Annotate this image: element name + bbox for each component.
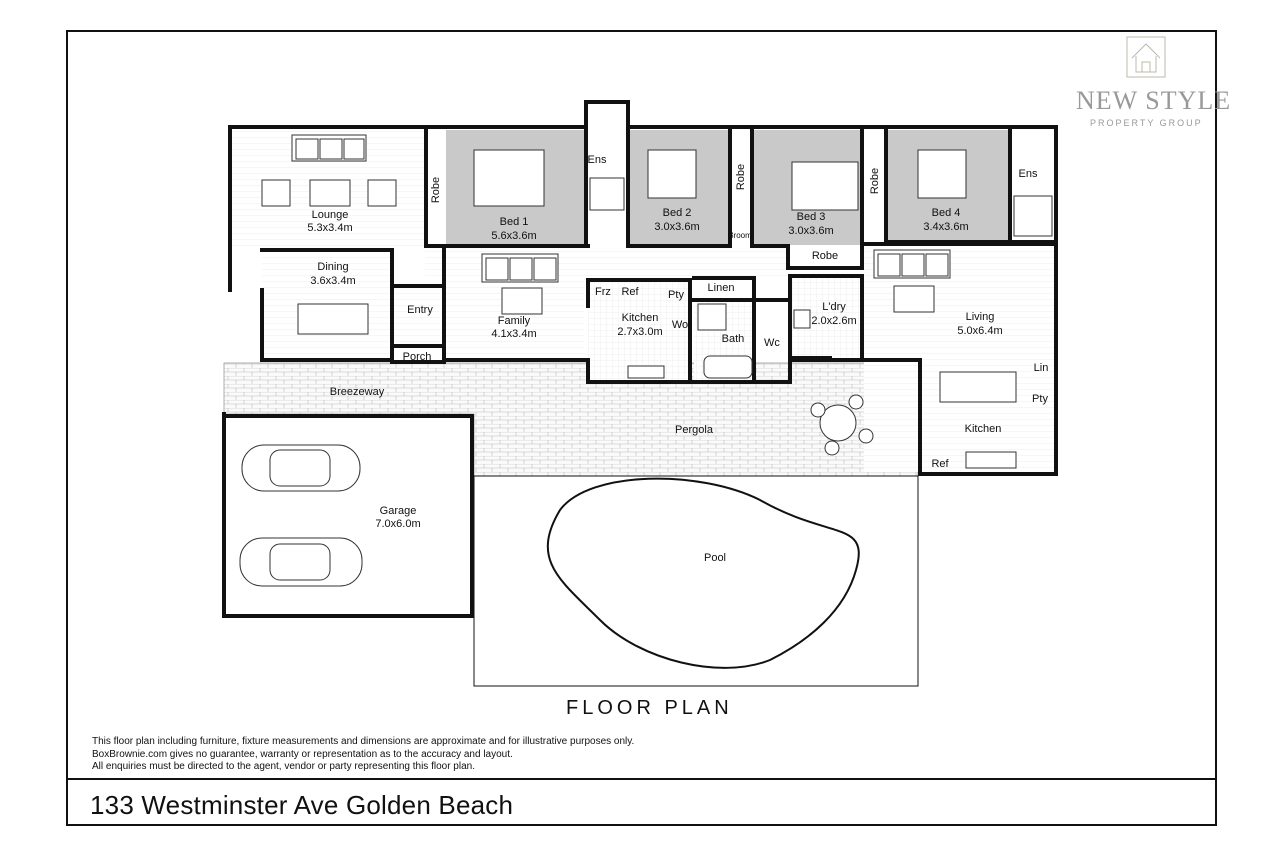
dining-table: [297, 303, 369, 335]
wall-living: [860, 242, 1058, 476]
bed4-bed: [917, 149, 967, 199]
entry-floor: [394, 286, 440, 346]
pergola-label: Pergola: [675, 424, 714, 436]
living-table: [893, 285, 935, 313]
breezeway-label: Breezeway: [330, 386, 385, 398]
kitchen2-label: Kitchen: [965, 423, 1002, 435]
kitchen1-sink: [627, 365, 665, 379]
pool-label: Pool: [704, 552, 726, 564]
living-dining-table: [939, 371, 1017, 403]
disclaimer-line: All enquiries must be directed to the ag…: [92, 761, 475, 772]
bed2-bed: [647, 149, 697, 199]
dining-label: Dining: [317, 261, 348, 273]
logo-tagline: PROPERTY GROUP: [1090, 118, 1203, 128]
lounge-table: [309, 179, 351, 207]
plan-title: FLOOR PLAN: [566, 697, 733, 719]
ens2-label: Ens: [1019, 168, 1038, 180]
wall-robe2: [728, 125, 754, 248]
entry-label: Entry: [407, 304, 433, 316]
laundry-tub: [793, 309, 811, 329]
room-labels: Lounge 5.3x3.4m Bed 1 5.6x3.6m Bed 2 3.0…: [307, 154, 1048, 564]
ref2-label: Ref: [931, 458, 949, 470]
laundry-size: 2.0x2.6m: [811, 315, 856, 327]
lounge-chair-left: [261, 179, 291, 207]
lounge-size: 5.3x3.4m: [307, 222, 352, 234]
house-logo-icon: [1126, 36, 1166, 78]
bed3-size: 3.0x3.6m: [788, 225, 833, 237]
wall-kitchen1: [586, 278, 692, 384]
wall-robe3: [786, 125, 864, 270]
family-table: [501, 287, 543, 315]
wall-entry: [390, 248, 446, 364]
laundry-label: L'dry: [822, 301, 846, 313]
bathtub: [703, 355, 753, 379]
pergola-table: [819, 404, 857, 442]
wall-bath: [692, 274, 792, 384]
living-size: 5.0x6.4m: [957, 325, 1002, 337]
wc-label: Wc: [764, 337, 780, 349]
wo-label: Wo: [672, 319, 688, 331]
broom-label: Broom: [728, 231, 752, 240]
wall-ens1: [584, 100, 630, 248]
lounge-chair-right: [367, 179, 397, 207]
pool-shape: [546, 477, 860, 669]
robe4-label: Robe: [869, 168, 881, 194]
kitchen2-sink: [965, 451, 1017, 469]
bed2-size: 3.0x3.6m: [654, 221, 699, 233]
logo-name: NEW STYLE: [1076, 86, 1232, 115]
pty2-label: Pty: [1032, 393, 1048, 405]
brand-logo: NEW STYLE PROPERTY GROUP: [1070, 36, 1230, 136]
ens2-shower: [1013, 195, 1053, 237]
family-size: 4.1x3.4m: [491, 328, 536, 340]
footer-divider: [66, 778, 1217, 780]
frz-label: Frz: [595, 286, 611, 298]
disclaimer: This floor plan including furniture, fix…: [92, 736, 634, 774]
hall-floor: [425, 248, 789, 280]
pty1-label: Pty: [668, 289, 684, 301]
ens1-label: Ens: [588, 154, 607, 166]
bed1-size: 5.6x3.6m: [491, 230, 536, 242]
disclaimer-line: This floor plan including furniture, fix…: [92, 736, 635, 747]
bed3-label: Bed 3: [797, 211, 826, 223]
lin-label: Lin: [1034, 362, 1049, 374]
robe3-label: Robe: [812, 250, 838, 262]
shower: [697, 303, 727, 331]
wall-garage: [222, 412, 474, 618]
bed4-label: Bed 4: [932, 207, 961, 219]
living-label: Living: [966, 311, 995, 323]
porch-label: Porch: [403, 351, 432, 363]
lounge-label: Lounge: [312, 209, 349, 221]
property-address: 133 Westminster Ave Golden Beach: [90, 790, 514, 820]
kitchen1-size: 2.7x3.0m: [617, 326, 662, 338]
linen-label: Linen: [708, 282, 735, 294]
ens1-shower: [589, 177, 625, 211]
disclaimer-line: BoxBrownie.com gives no guarantee, warra…: [92, 748, 513, 760]
robe1-label: Robe: [430, 177, 442, 203]
garage-label: Garage: [380, 505, 417, 517]
bed1-bed: [473, 149, 545, 207]
bed3-bed: [791, 161, 859, 211]
bed1-label: Bed 1: [500, 216, 529, 228]
bath-label: Bath: [722, 333, 745, 345]
garage-size: 7.0x6.0m: [375, 518, 420, 530]
plan-sheet: [66, 30, 1217, 826]
dining-size: 3.6x3.4m: [310, 275, 355, 287]
house-outline: [228, 100, 1058, 476]
wall-laundry: [788, 274, 864, 362]
kitchen1-floor: [588, 280, 690, 380]
robe2-label: Robe: [735, 164, 747, 190]
family-label: Family: [498, 315, 531, 327]
bed2-label: Bed 2: [663, 207, 692, 219]
kitchen1-label: Kitchen: [622, 312, 659, 324]
wall-bed1-left: [424, 126, 590, 248]
ref1-label: Ref: [621, 286, 639, 298]
bed4-size: 3.4x3.6m: [923, 221, 968, 233]
